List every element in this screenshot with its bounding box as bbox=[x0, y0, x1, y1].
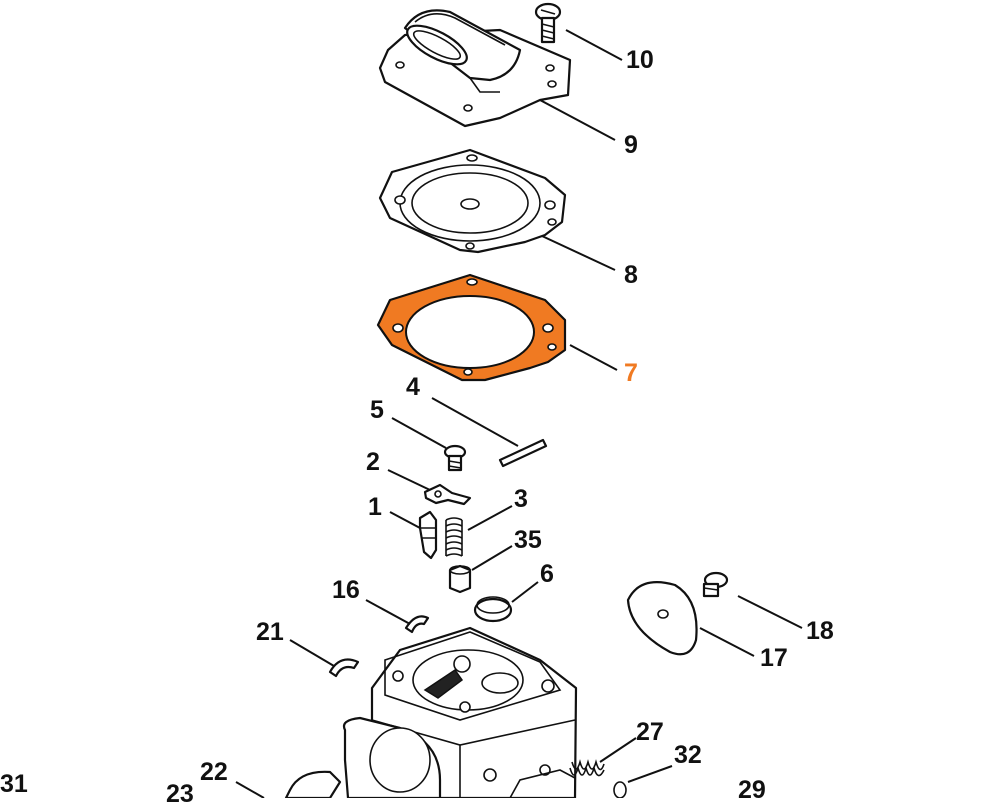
part-4-pin[interactable] bbox=[498, 438, 548, 468]
part-2-lever[interactable] bbox=[423, 483, 472, 506]
callout-6: 6 bbox=[540, 560, 554, 588]
part-21-clip[interactable] bbox=[328, 658, 360, 678]
callout-3: 3 bbox=[514, 485, 528, 513]
callout-1: 1 bbox=[368, 493, 382, 521]
callout-10: 10 bbox=[626, 46, 654, 74]
leader-2 bbox=[387, 469, 431, 491]
leader-35 bbox=[471, 545, 513, 571]
leader-1 bbox=[389, 511, 421, 529]
leader-5 bbox=[391, 417, 447, 449]
carburetor-body[interactable] bbox=[342, 626, 578, 798]
leader-32 bbox=[627, 765, 673, 783]
callout-8: 8 bbox=[624, 261, 638, 289]
leader-22 bbox=[235, 781, 265, 798]
callout-29: 29 bbox=[738, 776, 766, 804]
part-8-diaphragm[interactable] bbox=[378, 148, 567, 254]
callout-27: 27 bbox=[636, 718, 664, 746]
callout-23: 23 bbox=[166, 780, 194, 808]
callout-32: 32 bbox=[674, 741, 702, 769]
callout-16: 16 bbox=[332, 576, 360, 604]
leader-10 bbox=[565, 29, 623, 61]
leader-6 bbox=[511, 581, 539, 603]
leader-27 bbox=[599, 737, 637, 763]
part-17-throttle-plate[interactable] bbox=[626, 581, 698, 656]
callout-5: 5 bbox=[370, 396, 384, 424]
leader-9 bbox=[539, 99, 616, 141]
part-9-cover[interactable] bbox=[378, 9, 572, 128]
callout-21: 21 bbox=[256, 618, 284, 646]
callout-22: 22 bbox=[200, 758, 228, 786]
part-27-spring[interactable] bbox=[569, 759, 605, 777]
part-7-gasket[interactable] bbox=[376, 273, 567, 382]
callout-2: 2 bbox=[366, 448, 380, 476]
part-16-clip[interactable] bbox=[404, 615, 430, 634]
leader-4 bbox=[431, 397, 519, 447]
part-1-inlet-needle[interactable] bbox=[418, 510, 438, 560]
callout-31: 31 bbox=[0, 770, 28, 798]
leader-7 bbox=[569, 344, 618, 371]
leader-16 bbox=[365, 599, 411, 625]
part-18-screw[interactable] bbox=[702, 571, 729, 598]
leader-8 bbox=[541, 235, 616, 271]
callout-17: 17 bbox=[760, 644, 788, 672]
leader-3 bbox=[467, 505, 513, 531]
part-22-lever[interactable] bbox=[284, 770, 342, 798]
leader-lines bbox=[235, 29, 803, 798]
callout-9: 9 bbox=[624, 131, 638, 159]
part-35-plug[interactable] bbox=[448, 564, 472, 594]
leader-17 bbox=[699, 627, 755, 657]
part-5-screw[interactable] bbox=[443, 444, 467, 472]
part-6-disc[interactable] bbox=[473, 596, 513, 623]
leader-21 bbox=[289, 639, 335, 667]
part-3-spring[interactable] bbox=[445, 517, 463, 557]
callout-18: 18 bbox=[806, 617, 834, 645]
callout-35: 35 bbox=[514, 526, 542, 554]
leader-18 bbox=[737, 595, 803, 629]
part-10-screw[interactable] bbox=[534, 2, 562, 44]
callout-4: 4 bbox=[406, 373, 420, 401]
part-32-o-ring[interactable] bbox=[613, 781, 627, 798]
callout-7: 7 bbox=[624, 359, 638, 387]
